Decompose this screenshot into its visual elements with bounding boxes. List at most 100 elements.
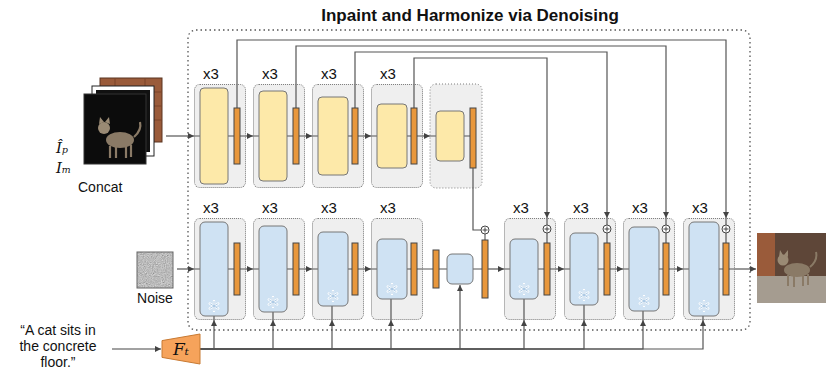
trainable-block (377, 104, 407, 168)
input-label: Concat (78, 178, 122, 196)
output-wall (757, 233, 775, 277)
control-stage-box: x3 (194, 84, 246, 188)
connector (200, 320, 584, 349)
snowflake-icon (210, 301, 219, 311)
frozen-block (629, 227, 659, 311)
connector (200, 320, 273, 349)
conv-bar (293, 243, 299, 295)
title-holder: Inpaint and Harmonize via Denoising (190, 6, 750, 26)
noise-image (137, 252, 173, 288)
control-stage-box: x3 (371, 84, 423, 188)
conv-bar (663, 243, 669, 295)
cat-head (98, 122, 110, 134)
frozen-block (200, 222, 228, 316)
zero-conv-bar (470, 108, 476, 168)
add-symbol-cross (545, 227, 550, 232)
connector (305, 135, 312, 136)
connector (305, 268, 312, 269)
conv-bar (411, 243, 417, 295)
cat-legs (110, 122, 140, 158)
connector (200, 320, 643, 349)
connector (200, 320, 703, 349)
connector (200, 320, 214, 349)
stage-ground (194, 218, 246, 320)
snowflake-icon (640, 296, 649, 306)
connector (200, 320, 524, 349)
repeat-count: x3 (262, 199, 278, 216)
output-arrow (735, 268, 756, 269)
connector (166, 135, 194, 136)
zero-conv-bar (411, 108, 417, 164)
connector (675, 268, 683, 269)
prompt-text: “A cat sits in the concrete floor.” (10, 322, 106, 370)
control-middle-stage (430, 84, 482, 230)
stage-ground (371, 84, 423, 188)
repeat-count: x3 (321, 65, 337, 82)
snowflake-icon (580, 290, 589, 300)
snowflake-icon (329, 291, 338, 301)
frozen-block (689, 222, 719, 316)
conv-bar (234, 243, 240, 295)
zero-conv-bar (352, 108, 358, 164)
stage-ground (430, 84, 482, 188)
foreground-image (84, 94, 146, 164)
connector (200, 320, 332, 349)
trainable-block (436, 111, 464, 161)
frozen-encoder-stage: x3 (253, 218, 305, 320)
trainable-block (200, 88, 228, 184)
text-encoder: Fₜ (162, 334, 200, 364)
stage-ground (253, 84, 305, 188)
block-wire (504, 218, 556, 320)
frozen-decoder-stage: x3 (564, 218, 616, 320)
input-label: Îₚ (56, 138, 68, 158)
frozen-stage (371, 218, 423, 320)
connector (296, 46, 666, 218)
stage-ground (253, 218, 305, 320)
repeat-count: x3 (380, 65, 396, 82)
connector (364, 135, 371, 136)
control-stage (253, 84, 305, 188)
noise-frame (137, 252, 173, 288)
middle-block (447, 254, 473, 284)
zero-conv-bar (234, 108, 240, 164)
output-cat-ears (779, 250, 788, 257)
snowflake-icon (520, 284, 529, 294)
zero-conv-bar (293, 108, 299, 164)
frozen-stage (253, 218, 305, 320)
add-symbol-cross (483, 228, 488, 241)
connector (200, 320, 391, 349)
block-wire (683, 218, 735, 320)
cat-ears (99, 117, 110, 124)
connector-group (166, 40, 726, 349)
control-stage-box: x3 (253, 84, 305, 188)
repeat-count: x3 (321, 199, 337, 216)
label-holder: “A cat sits in the concrete floor.” (10, 322, 106, 370)
stage-ground (194, 84, 246, 188)
connector (355, 52, 607, 218)
frozen-block (510, 239, 538, 299)
repeat-count: x3 (380, 199, 396, 216)
input-image-stack: ÎₚIₘConcat (50, 76, 166, 206)
add-symbol-cross (724, 227, 729, 232)
stage-ground (683, 218, 735, 320)
conv-bar (352, 243, 358, 295)
connector (246, 268, 253, 269)
repeat-count: x3 (632, 199, 648, 216)
repeat-count: x3 (203, 65, 219, 82)
zero-conv-bar (482, 240, 488, 298)
add-symbol (603, 225, 611, 233)
stage-ground (564, 218, 616, 320)
output-cat-body (784, 263, 810, 277)
stage-ground (312, 218, 364, 320)
snowflake-icon (388, 284, 397, 294)
block-wire (564, 218, 616, 320)
encoder-symbol: Fₜ (173, 340, 189, 358)
output-image (757, 233, 826, 303)
add-symbol-cross (605, 227, 610, 232)
stage-ground (623, 218, 675, 320)
conv-bar (723, 243, 729, 295)
stage-ground (371, 218, 423, 320)
add-symbol (662, 225, 670, 233)
add-symbol (722, 225, 730, 233)
